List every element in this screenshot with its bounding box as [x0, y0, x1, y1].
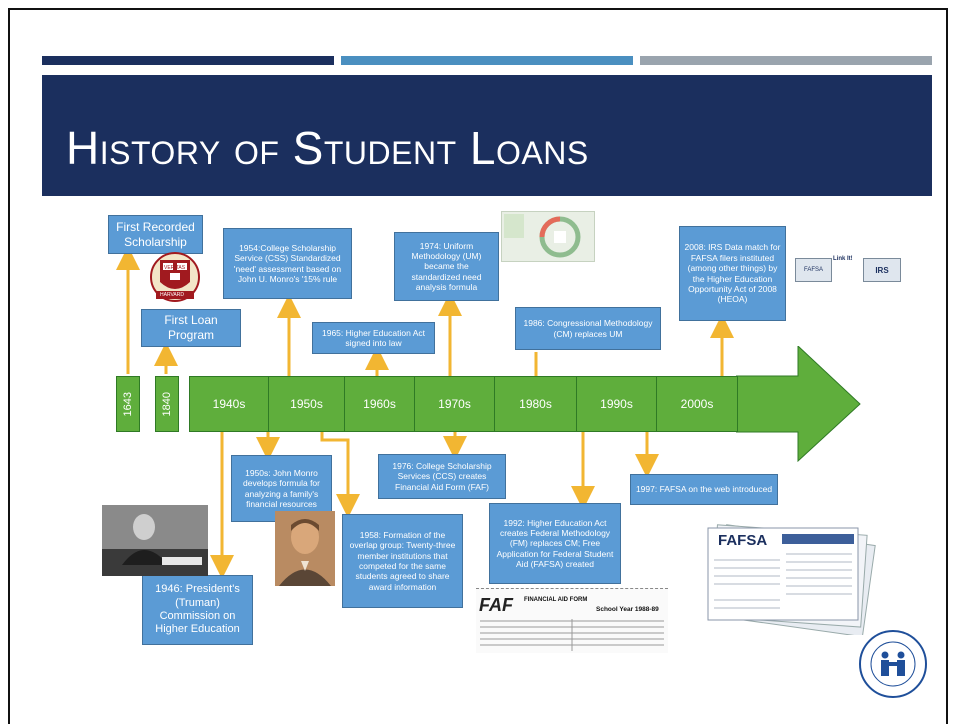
timeline-segment-1940s: 1940s	[189, 376, 269, 432]
header-stripe-gray	[640, 56, 932, 65]
association-logo	[858, 629, 928, 699]
event-1997-fafsa-web: 1997: FAFSA on the web introduced	[630, 474, 778, 505]
event-first-loan-program: First Loan Program	[141, 309, 241, 347]
irs-fafsa-screen: FAFSA	[795, 258, 832, 282]
timeline-segment-1980s: 1980s	[494, 376, 577, 432]
event-1958-overlap: 1958: Formation of the overlap group: Tw…	[342, 514, 463, 608]
event-1965-hea: 1965: Higher Education Act signed into l…	[312, 322, 435, 354]
fafsa-forms-image: FAFSA	[700, 520, 880, 635]
title-band: History of Student Loans	[42, 75, 932, 196]
header-stripe-blue	[341, 56, 633, 65]
timeline-segment-1950s: 1950s	[268, 376, 345, 432]
event-1954-css: 1954:College Scholarship Service (CSS) S…	[223, 228, 352, 299]
timeline-segment-1960s: 1960s	[344, 376, 415, 432]
event-1946-truman: 1946: President's (Truman) Commission on…	[142, 575, 253, 645]
harvard-seal-image: VERITAS HARVARD	[150, 252, 200, 302]
connector-1958	[320, 432, 360, 518]
event-2008-irs-match: 2008: IRS Data match for FAFSA filers in…	[679, 226, 786, 321]
faf-form-title: FINANCIAL AID FORM	[524, 597, 588, 603]
event-1976-faf: 1976: College Scholarship Services (CCS)…	[378, 454, 506, 499]
timeline-segment-1643: 1643	[116, 376, 140, 432]
event-1986-cm: 1986: Congressional Methodology (CM) rep…	[515, 307, 661, 350]
timeline-segment-1990s: 1990s	[576, 376, 657, 432]
slide-title: History of Student Loans	[66, 122, 589, 174]
harvard-banner-text: HARVARD	[160, 292, 184, 298]
timeline-arrowhead	[736, 346, 861, 462]
irs-logo-screen: IRS	[863, 258, 901, 282]
faf-form-year: School Year 1988-89	[596, 606, 659, 613]
fafsa-logo-text: FAFSA	[718, 532, 768, 549]
timeline-segment-2000s: 2000s	[656, 376, 738, 432]
truman-photo	[102, 505, 208, 576]
monro-photo	[275, 511, 335, 586]
faf-form-image: FAF FINANCIAL AID FORM School Year 1988-…	[476, 588, 668, 653]
header-stripe-dark	[42, 56, 334, 65]
harvard-seal-text: VERITAS	[164, 265, 186, 271]
um-diagram-image	[501, 211, 595, 262]
irs-datalink-image: FAFSA Link It! IRS	[795, 254, 901, 285]
event-1974-um: 1974: Uniform Methodology (UM) became th…	[394, 232, 499, 301]
faf-form-logo: FAF	[479, 595, 513, 615]
timeline-segment-1840: 1840	[155, 376, 179, 432]
event-1950s-monro: 1950s: John Monro develops formula for a…	[231, 455, 332, 522]
event-1992-fm: 1992: Higher Education Act creates Feder…	[489, 503, 621, 584]
timeline-segment-1970s: 1970s	[414, 376, 495, 432]
slide-frame	[8, 8, 948, 724]
event-first-scholarship: First Recorded Scholarship	[108, 215, 203, 254]
irs-link-label: Link It!	[833, 256, 853, 262]
